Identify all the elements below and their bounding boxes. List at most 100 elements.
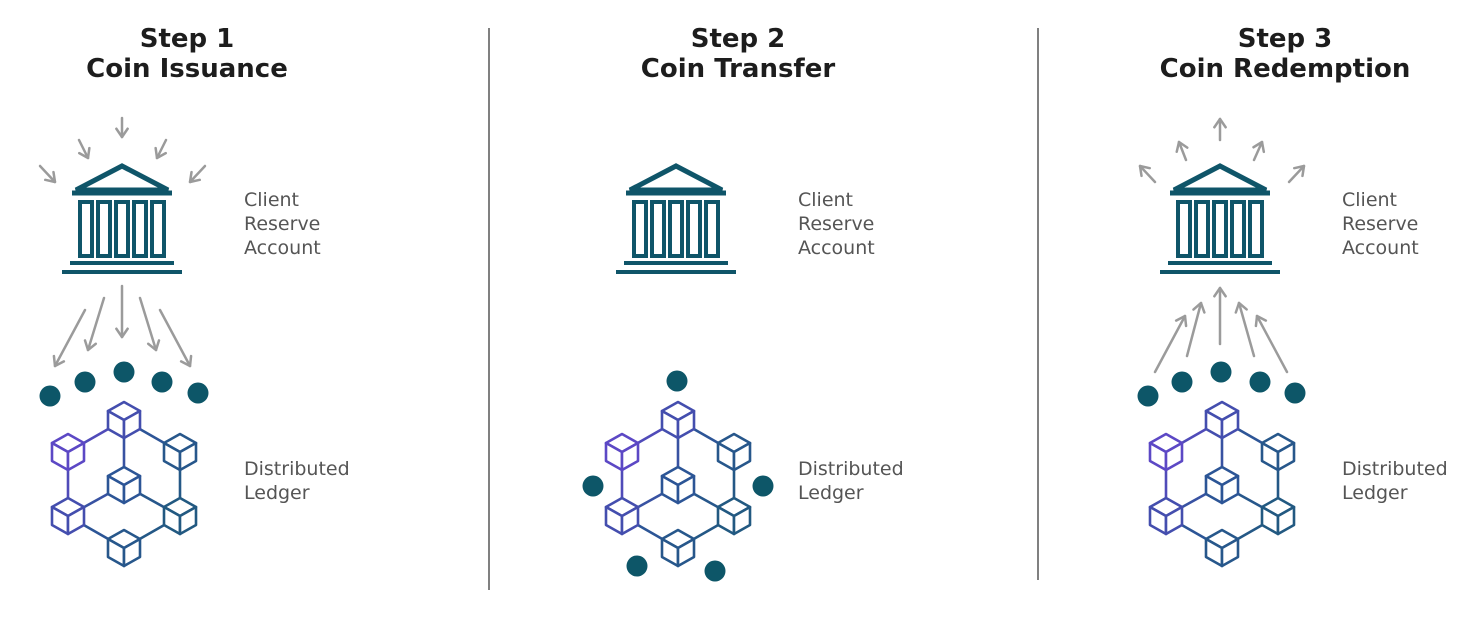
cube-right bbox=[1164, 441, 1184, 472]
arrow-icon bbox=[38, 164, 57, 184]
cube bbox=[660, 400, 696, 440]
arrow-shaft bbox=[1287, 164, 1306, 184]
cube-right bbox=[122, 409, 142, 440]
arrow-shaft bbox=[53, 308, 87, 368]
coin bbox=[151, 371, 173, 393]
coin bbox=[39, 385, 61, 407]
step-number: Step 3 bbox=[1237, 24, 1333, 54]
arrow-icon bbox=[154, 138, 168, 160]
arrow-head bbox=[1292, 164, 1306, 178]
arrow-head bbox=[1175, 140, 1189, 153]
cube bbox=[716, 496, 752, 536]
arrow-head bbox=[1213, 117, 1227, 129]
bank-roof bbox=[1172, 163, 1268, 193]
arrow-head bbox=[83, 339, 98, 352]
coin-icon bbox=[39, 361, 209, 407]
arrow-out-icon bbox=[1138, 117, 1306, 374]
bank-column bbox=[78, 200, 94, 258]
arrow-shaft bbox=[158, 308, 192, 368]
cube-right bbox=[676, 409, 696, 440]
cube-right bbox=[122, 474, 142, 505]
arrow-icon bbox=[1252, 140, 1266, 162]
arrow-icon bbox=[1138, 164, 1157, 184]
arrow-shaft bbox=[1252, 140, 1264, 162]
arrow-icon bbox=[158, 308, 193, 368]
arrow-shaft bbox=[1255, 314, 1289, 374]
coin bbox=[1171, 371, 1193, 393]
bank-column bbox=[1176, 200, 1192, 258]
bank-icon bbox=[1160, 163, 1280, 274]
arrow-icon bbox=[77, 138, 91, 160]
bank-column bbox=[686, 200, 702, 258]
arrow-head bbox=[78, 146, 91, 160]
cube-right bbox=[66, 505, 86, 536]
cube-right bbox=[1220, 409, 1240, 440]
bank-column bbox=[704, 200, 720, 258]
step-name: Coin Issuance bbox=[86, 54, 288, 84]
cube-right bbox=[66, 441, 86, 472]
coin-icon bbox=[1137, 361, 1306, 407]
arrow-head bbox=[1252, 140, 1266, 154]
cube bbox=[162, 432, 198, 472]
cube-right bbox=[178, 441, 198, 472]
cube bbox=[1204, 400, 1240, 440]
bank-icon bbox=[62, 163, 182, 274]
coin bbox=[1137, 385, 1159, 407]
step-number: Step 1 bbox=[139, 24, 235, 54]
bank-icon bbox=[616, 163, 736, 274]
cube-right bbox=[1276, 505, 1296, 536]
coin bbox=[752, 475, 774, 497]
coin bbox=[1210, 361, 1232, 383]
arrow-icon bbox=[52, 308, 87, 368]
cube-right bbox=[732, 505, 752, 536]
bank-label: Client Reserve Account bbox=[244, 189, 321, 259]
cube bbox=[716, 432, 752, 472]
bank-label: Client Reserve Account bbox=[798, 189, 875, 259]
arrow-head bbox=[179, 354, 193, 368]
cube bbox=[162, 496, 198, 536]
arrow-shaft bbox=[38, 164, 57, 184]
cube bbox=[1204, 528, 1240, 568]
cube bbox=[660, 465, 696, 505]
step-name: Coin Transfer bbox=[640, 54, 836, 84]
cube bbox=[1148, 496, 1184, 536]
coin bbox=[74, 371, 96, 393]
arrow-icon bbox=[188, 164, 207, 184]
coin bbox=[582, 475, 604, 497]
coin bbox=[1249, 371, 1271, 393]
ledger-label: Distributed Ledger bbox=[244, 458, 350, 504]
coin bbox=[187, 382, 209, 404]
arrow-shaft bbox=[1153, 314, 1187, 374]
arrow-icon bbox=[1234, 301, 1256, 358]
bank-column bbox=[650, 200, 666, 258]
step-1-panel: Step 1 Coin Issuance Client Reserve Acco… bbox=[0, 0, 480, 628]
arrow-head bbox=[188, 170, 202, 184]
arrow-head bbox=[1254, 314, 1268, 328]
arrow-shaft bbox=[188, 164, 207, 184]
cube bbox=[106, 528, 142, 568]
cube-right bbox=[732, 441, 752, 472]
blockchain-icon bbox=[604, 400, 752, 568]
bank-column bbox=[1248, 200, 1264, 258]
bank-column bbox=[1212, 200, 1228, 258]
arrow-icon bbox=[1153, 314, 1188, 374]
arrow-icon bbox=[1213, 286, 1227, 346]
arrow-head bbox=[146, 339, 161, 352]
bank-column bbox=[150, 200, 166, 258]
cube bbox=[1204, 465, 1240, 505]
step-3-panel: Step 3 Coin Redemption Client Reserve Ac… bbox=[1000, 0, 1480, 628]
divider-1-2 bbox=[488, 28, 490, 590]
bank-column bbox=[668, 200, 684, 258]
cube bbox=[50, 432, 86, 472]
bank-column bbox=[632, 200, 648, 258]
bank-roof bbox=[74, 163, 170, 193]
cube bbox=[106, 400, 142, 440]
ledger-label: Distributed Ledger bbox=[798, 458, 904, 504]
bank-column bbox=[114, 200, 130, 258]
blockchain-icon bbox=[1148, 400, 1296, 568]
arrow-icon bbox=[1185, 301, 1206, 358]
step-2-panel: Step 2 Coin Transfer Client Reserve Acco… bbox=[498, 0, 978, 628]
bank-column bbox=[1194, 200, 1210, 258]
step-2-illustration bbox=[582, 163, 774, 582]
cube-right bbox=[1220, 474, 1240, 505]
